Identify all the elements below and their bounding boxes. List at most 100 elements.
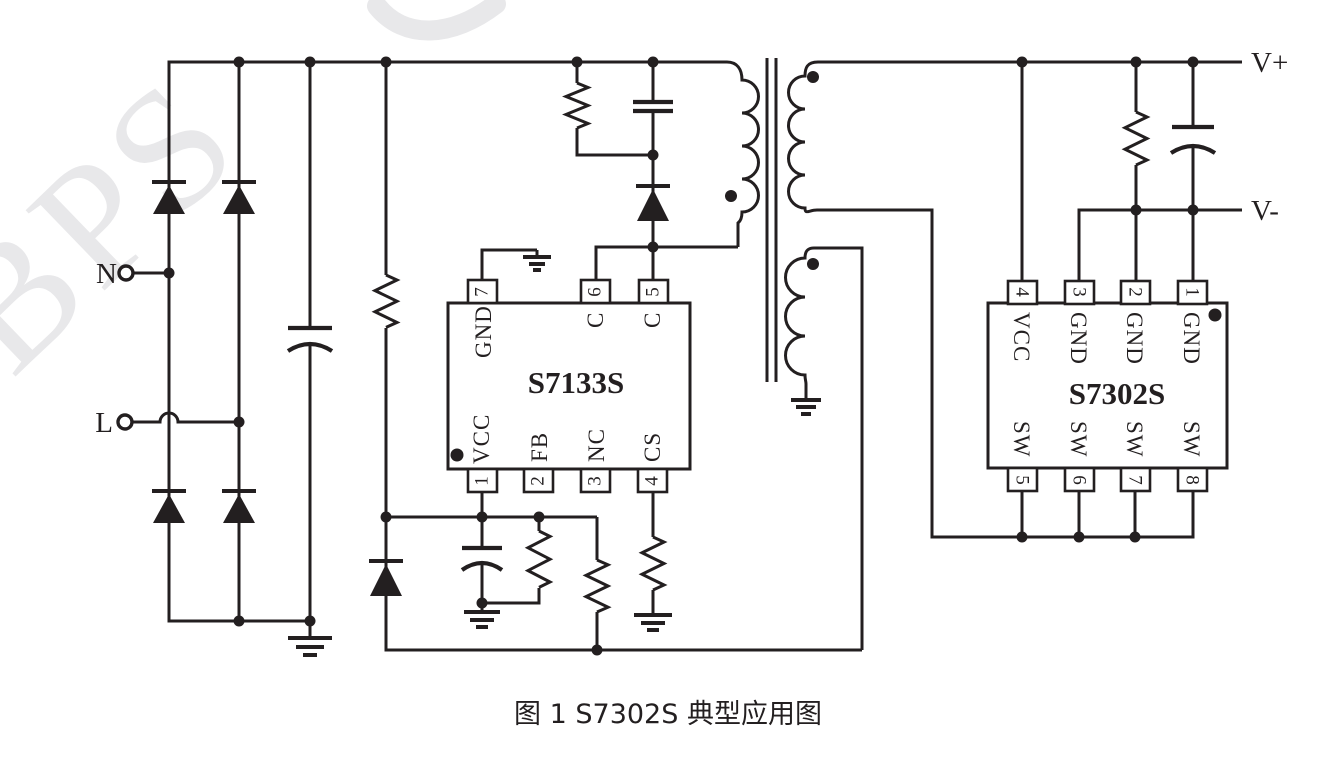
resistors xyxy=(371,81,1151,614)
ic1-pin6-number: 6 xyxy=(585,287,606,297)
ic2-pin8-box xyxy=(1176,466,1209,493)
ic1-pin5-box xyxy=(637,278,670,305)
diodes xyxy=(152,180,670,596)
ic1-pin7-box xyxy=(466,278,499,305)
output-resistor xyxy=(1121,110,1151,167)
wires xyxy=(132,60,1242,652)
v-plus-label: V+ xyxy=(1251,47,1288,79)
ic2-pin6-label: SW xyxy=(1066,421,1091,458)
figure-caption: 图 1 S7302S 典型应用图 xyxy=(514,699,822,730)
line-terminal xyxy=(116,413,134,431)
ic2-pin4-label: VCC xyxy=(1009,312,1034,362)
ic1-pin4-number: 4 xyxy=(642,476,663,486)
ic2-pin1-number: 1 xyxy=(1182,287,1203,297)
bridge-diode-top-right xyxy=(222,180,256,214)
ic2-pin1-label: GND xyxy=(1179,312,1204,365)
ic1-pin7-label: GND xyxy=(471,305,496,358)
ic1-pin5-number: 5 xyxy=(643,287,664,297)
neutral-label: N xyxy=(96,258,117,290)
ic1-pin1-marker xyxy=(450,448,464,462)
wire-vminus-rail xyxy=(1077,208,1242,281)
wire-startup-column xyxy=(384,62,862,652)
ic2-pin1-box xyxy=(1176,279,1209,306)
ic2-pin4-number: 4 xyxy=(1012,287,1033,297)
watermark-text: BPS xyxy=(0,41,276,407)
ic2-pin2-number: 2 xyxy=(1125,287,1146,297)
wire-pin6 xyxy=(594,245,653,280)
transformer-core xyxy=(765,58,778,382)
wire-line-input xyxy=(132,411,239,424)
ic1-pin1-number: 1 xyxy=(472,476,493,486)
transformer-secondary-winding xyxy=(787,60,1242,539)
ac-input: N L xyxy=(95,258,135,439)
watermark-arc xyxy=(367,0,506,41)
ic2-pin3-label: GND xyxy=(1066,312,1091,365)
clamp-diode xyxy=(636,184,670,221)
ic1-pin3-number: 3 xyxy=(585,476,606,486)
ic1-pin1-box xyxy=(466,467,499,494)
ic1-pin5-label: C xyxy=(640,312,665,328)
cs-resistor xyxy=(638,535,668,592)
ic1-pin6-box xyxy=(579,278,612,305)
cs-ground-icon xyxy=(634,613,672,632)
vcc-diode xyxy=(369,559,403,596)
output-terminals: V+ V- xyxy=(1251,47,1288,227)
ic2-pin5-number: 5 xyxy=(1012,475,1033,485)
transformer-aux-winding xyxy=(784,246,864,650)
ic1-pin2-label: FB xyxy=(527,432,552,462)
ic2-pin5-box xyxy=(1006,466,1039,493)
ic2-pin7-number: 7 xyxy=(1125,475,1146,485)
ic2-pin2-box xyxy=(1119,279,1152,306)
ic2-pin6-number: 6 xyxy=(1069,475,1090,485)
ic2-pin1-marker xyxy=(1208,308,1222,322)
ic2-pin3-box xyxy=(1063,279,1096,306)
ic1-body xyxy=(446,301,692,471)
ic2-pin8-number: 8 xyxy=(1182,475,1203,485)
fb-resistor-2 xyxy=(582,558,612,614)
ic2-pin7-box xyxy=(1119,466,1152,493)
ic1-pin4-label: CS xyxy=(640,432,665,462)
ic1-pin4-box xyxy=(636,467,669,494)
ic1-pin3-label: NC xyxy=(584,428,609,462)
ic2-body xyxy=(986,301,1229,470)
line-label: L xyxy=(95,407,113,439)
ic1-s7133s: S7133S 7 6 5 1 2 3 4 GND C C VCC FB NC C… xyxy=(446,278,692,494)
wire-fb-r1 xyxy=(482,517,541,605)
secondary-phase-dot xyxy=(807,71,819,83)
snubber-capacitor xyxy=(633,99,673,114)
wire-pin7-ground xyxy=(480,248,537,280)
ic1-pin1-label: VCC xyxy=(469,414,494,464)
ic2-pin4-box xyxy=(1006,279,1039,306)
transformer-primary-winding xyxy=(726,60,760,247)
wire-snubber-resistor-branch xyxy=(575,62,653,157)
neutral-terminal xyxy=(117,264,135,282)
pin7-ground-icon xyxy=(523,250,551,272)
output-capacitor xyxy=(1169,124,1217,155)
ic2-pin2-label: GND xyxy=(1122,312,1147,365)
ic2-pin5-label: SW xyxy=(1009,421,1034,458)
ic2-pin3-number: 3 xyxy=(1069,287,1090,297)
junction-dots xyxy=(163,56,1199,656)
ic2-pin7-label: SW xyxy=(1122,421,1147,458)
ic1-name: S7133S xyxy=(528,365,624,400)
ic2-pin6-box xyxy=(1063,466,1096,493)
v-minus-label: V- xyxy=(1251,195,1279,227)
snubber-resistor xyxy=(562,81,592,130)
ic2-pin8-label: SW xyxy=(1179,421,1204,458)
ic1-pin7-number: 7 xyxy=(472,287,493,297)
vcc-capacitor xyxy=(460,545,504,572)
ic1-pin2-number: 2 xyxy=(528,476,549,486)
transformer xyxy=(725,58,1242,650)
bulk-capacitor xyxy=(286,325,334,353)
capacitors xyxy=(286,99,1217,572)
bridge-diode-bottom-left xyxy=(152,489,186,523)
ic1-pin3-box xyxy=(579,467,612,494)
ic2-s7302s: S7302S 4 3 2 1 5 6 7 8 VCC GND GND GND S… xyxy=(986,279,1229,493)
bridge-diode-bottom-right xyxy=(222,489,256,523)
fb-resistor-1 xyxy=(524,529,554,589)
startup-resistor xyxy=(371,273,401,329)
ic1-pin6-label: C xyxy=(583,312,608,328)
aux-phase-dot xyxy=(807,258,819,270)
